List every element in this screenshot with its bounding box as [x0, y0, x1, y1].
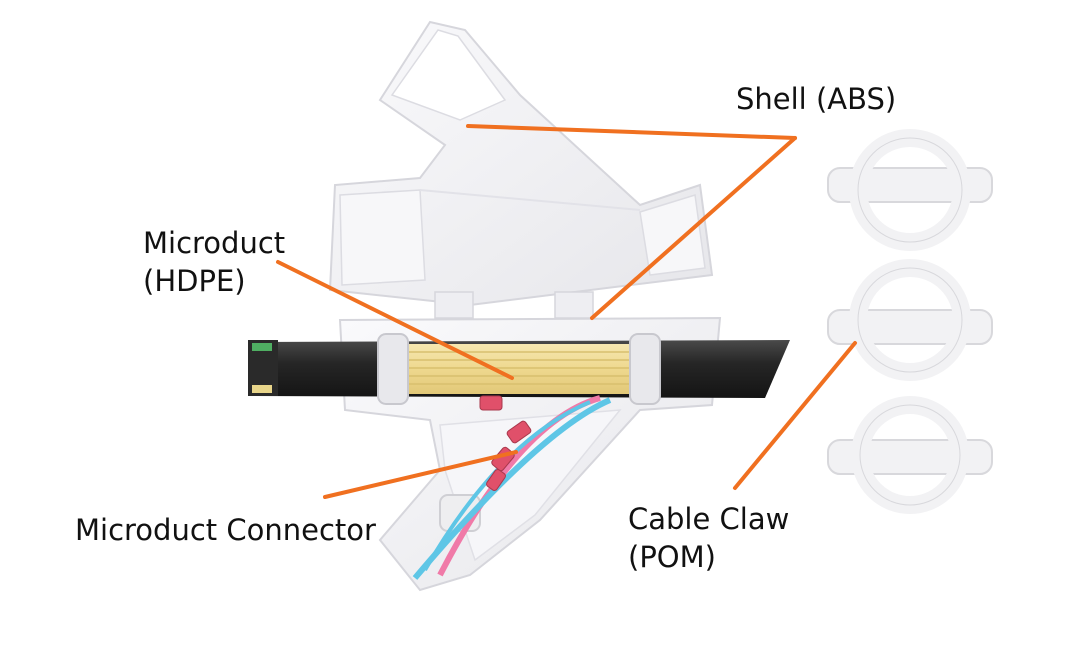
microduct-bundle [408, 344, 640, 394]
cable-claw-middle [827, 259, 993, 381]
upper-shell [328, 20, 714, 319]
label-microduct-connector: Microduct Connector [75, 511, 376, 549]
label-microduct-line-2: (HDPE) [143, 264, 246, 299]
leader-microduct [276, 260, 514, 380]
leader-connector [323, 450, 518, 499]
label-shell: Shell (ABS) [736, 80, 896, 118]
cable-claw-bottom [827, 396, 993, 514]
leader-shell-lower [590, 136, 797, 320]
label-shell-line-1: Shell (ABS) [736, 82, 897, 116]
loose-cable-claws [827, 129, 993, 514]
microduct-connectors [479, 395, 532, 491]
leader-cable-claw [733, 341, 857, 490]
leader-lines [276, 124, 857, 499]
label-microduct-line-1: Microduct [143, 226, 286, 260]
label-microduct: Microduct (HDPE) [143, 224, 285, 301]
label-cable-claw: Cable Claw (POM) [628, 500, 789, 577]
cable-claw-top [827, 129, 993, 251]
label-connector-line-1: Microduct Connector [75, 513, 376, 547]
label-claw-line-2: (POM) [628, 540, 716, 575]
leader-shell-upper [466, 124, 797, 140]
label-claw-line-1: Cable Claw [628, 502, 790, 536]
